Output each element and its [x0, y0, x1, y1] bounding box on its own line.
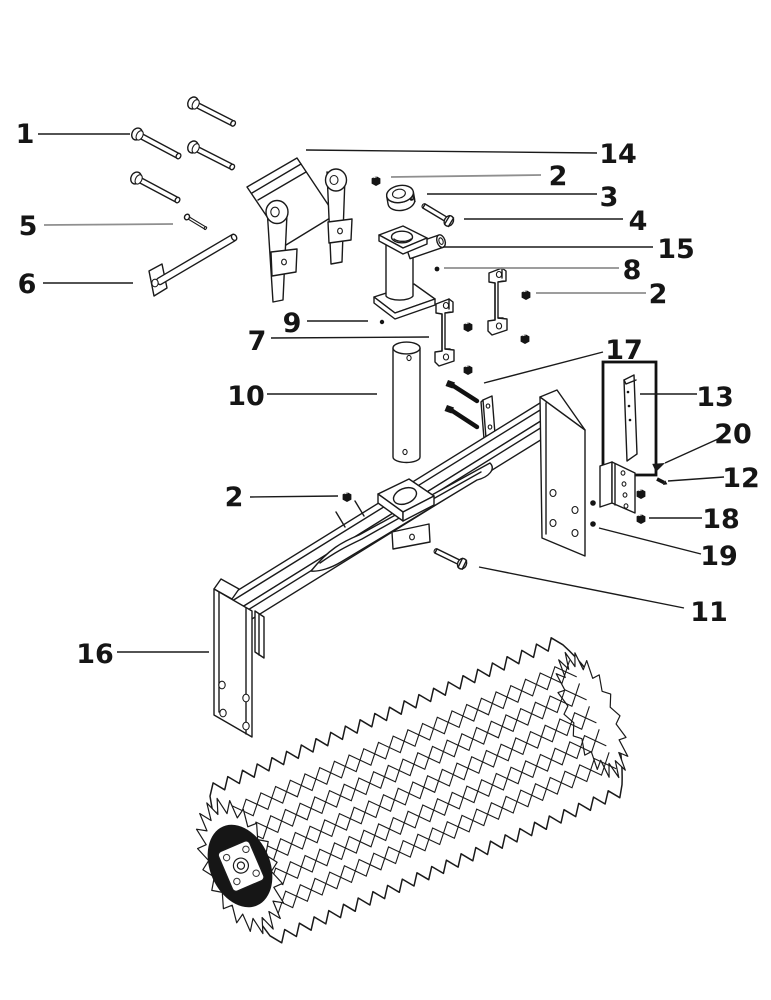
- part-4-bolt: [421, 203, 455, 228]
- callout-label-18-18: 18: [702, 504, 740, 535]
- part-20-pin: [656, 477, 668, 485]
- leader-line-12-16: [667, 476, 725, 482]
- callout-label-11-21: 11: [690, 597, 728, 628]
- callout-label-7-11: 7: [248, 326, 267, 357]
- callout-label-9-10: 9: [283, 308, 302, 339]
- part-roller-drum: [195, 637, 629, 944]
- part-19-bolts: [590, 500, 596, 527]
- part-15-pivot-housing: [373, 225, 447, 320]
- leader-line-5-1: [43, 223, 174, 226]
- part-1-bolts: [130, 96, 237, 204]
- part-7-clamp-bracket-2: [487, 267, 508, 336]
- callout-label-4-6: 4: [629, 206, 648, 237]
- leader-line-7-11: [270, 336, 430, 339]
- callout-label-6-2: 6: [18, 269, 37, 300]
- leader-line-14-3: [305, 149, 598, 154]
- callout-label-2-4: 2: [549, 161, 568, 192]
- callout-label-13-14: 13: [696, 382, 734, 413]
- callout-label-14-3: 14: [599, 139, 637, 170]
- part-8-pin: [434, 266, 440, 272]
- part-13-scraper-blade: [623, 374, 638, 462]
- leader-line-11-21: [478, 566, 685, 609]
- leader-line-20-15: [664, 438, 719, 464]
- part-14-mount-bracket: [246, 157, 353, 303]
- callout-label-17-12: 17: [605, 335, 643, 366]
- callout-label-1-0: 1: [16, 119, 35, 150]
- part-17-bolts-and-plate: [444, 380, 496, 440]
- callout-label-2-17: 2: [225, 482, 244, 513]
- part-18-nuts: [636, 488, 646, 525]
- leader-line-19-19: [598, 527, 702, 555]
- callout-label-12-16: 12: [722, 463, 760, 494]
- callout-label-3-5: 3: [600, 182, 619, 213]
- callout-label-2-9: 2: [649, 279, 668, 310]
- callout-label-5-1: 5: [19, 211, 38, 242]
- callout-label-8-8: 8: [623, 255, 642, 286]
- callout-label-15-7: 15: [657, 234, 695, 265]
- part-11-bolt: [433, 548, 468, 571]
- part-7-clamp-bracket: [434, 298, 455, 367]
- part-10-pivot-cylinder: [392, 341, 421, 464]
- part-12-angle-bracket: [599, 461, 636, 514]
- callout-label-19-19: 19: [700, 541, 738, 572]
- leader-line-17-12: [483, 351, 604, 384]
- part-16-frame-weldment: [213, 389, 586, 738]
- leader-line-2-4: [390, 174, 542, 178]
- part-9-pin: [379, 319, 385, 325]
- part-3-shaft-collar: [385, 184, 416, 212]
- leader-arrowhead-20: [652, 463, 665, 473]
- part-5-set-screw: [183, 213, 208, 231]
- leader-line-2-17: [249, 495, 339, 498]
- part-6-rod: [148, 233, 238, 297]
- callout-label-16-20: 16: [76, 639, 114, 670]
- callout-label-10-13: 10: [227, 381, 265, 412]
- callout-label-20-15: 20: [714, 419, 752, 450]
